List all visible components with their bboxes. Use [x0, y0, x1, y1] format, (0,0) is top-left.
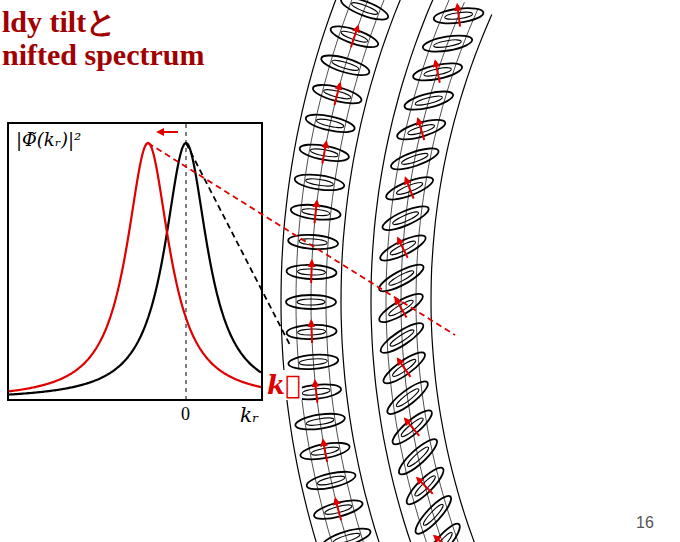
eddy	[411, 492, 455, 538]
eddy	[395, 435, 441, 479]
eddy	[328, 22, 380, 51]
slide-title: ldy tiltと	[2, 2, 117, 43]
eddy	[401, 152, 429, 167]
spectrum-curve	[9, 143, 261, 395]
flux-surface	[431, 15, 492, 542]
wave-vector-arrow	[418, 119, 424, 140]
wave-vector-arrow	[310, 261, 313, 283]
wave-vector-arrow	[335, 84, 341, 105]
eddy	[413, 474, 437, 498]
axis-label: |Φ̃(kᵣ)|²	[16, 129, 81, 150]
wave-vector-arrow	[315, 381, 318, 403]
eddy-bands	[281, 0, 492, 542]
eddy	[389, 144, 441, 173]
eddy	[376, 289, 426, 327]
wave-vector-arrow	[457, 5, 460, 27]
eddy	[391, 357, 417, 378]
eddy	[294, 172, 345, 193]
flux-surface	[401, 2, 464, 542]
eddy	[402, 463, 447, 508]
zero-line	[186, 124, 187, 399]
eddy	[422, 33, 474, 55]
flux-surface	[281, 0, 355, 542]
wave-vector-arrow	[335, 499, 341, 520]
eddy	[388, 269, 415, 288]
eddy	[332, 532, 361, 542]
eddy	[433, 6, 484, 26]
eddy	[298, 141, 350, 164]
tick-label: 0	[181, 404, 190, 425]
wave-vector-arrow	[323, 440, 327, 462]
eddy	[406, 445, 431, 468]
eddy	[433, 38, 462, 48]
vector-label: k⃗	[266, 370, 302, 400]
eddy	[286, 295, 336, 309]
flux-surface	[296, 0, 369, 542]
wave-vector-arrow	[315, 201, 317, 223]
flux-surface	[416, 9, 478, 542]
eddy	[304, 111, 356, 135]
leader-line	[148, 143, 455, 335]
eddy	[321, 525, 373, 542]
eddy	[412, 60, 464, 84]
eddy	[294, 411, 346, 432]
wave-vector-arrow	[322, 142, 326, 164]
wave-vector-arrow	[405, 419, 419, 436]
axis-label: kᵣ	[240, 403, 259, 427]
eddy	[311, 81, 363, 107]
eddy	[350, 1, 378, 17]
wave-vector-arrow	[435, 61, 440, 83]
leader-line	[186, 143, 290, 345]
eddy	[299, 440, 351, 463]
eddy	[305, 468, 357, 493]
flux-surface	[386, 0, 451, 542]
shifted-spectrum-curve	[9, 143, 261, 391]
eddy	[392, 210, 420, 227]
eddy	[377, 319, 427, 358]
eddy	[389, 406, 436, 449]
wave-vector-arrow	[417, 478, 433, 494]
eddy	[299, 358, 327, 366]
eddy	[421, 520, 464, 542]
eddy	[305, 177, 334, 187]
eddy	[422, 503, 445, 528]
eddy	[403, 88, 455, 114]
eddy	[380, 202, 431, 235]
eddy	[376, 260, 427, 296]
shift-arrow	[158, 131, 178, 133]
eddy	[297, 299, 325, 305]
wave-vector-arrow	[398, 359, 411, 377]
eddy	[319, 51, 371, 79]
eddy	[316, 117, 345, 129]
eddy	[431, 531, 454, 542]
eddy	[331, 58, 360, 72]
wave-vector-arrow	[398, 238, 408, 258]
wave-vector-arrow	[351, 26, 358, 47]
eddy	[395, 387, 421, 409]
eddy	[414, 94, 443, 107]
slide-title: nifted spectrum	[2, 38, 204, 72]
wave-vector-arrow	[395, 299, 406, 318]
plot-frame	[8, 123, 262, 400]
page-number: 16	[636, 514, 654, 532]
wave-vector-arrow	[406, 178, 414, 199]
eddy	[377, 231, 428, 265]
eddy	[389, 328, 416, 348]
eddy	[384, 173, 436, 204]
eddy	[400, 416, 425, 439]
eddy	[288, 353, 339, 371]
eddy	[339, 0, 391, 24]
eddy	[306, 417, 335, 427]
wave-vector-arrow	[434, 536, 451, 542]
wave-vector-arrow	[310, 321, 313, 343]
eddy	[317, 474, 346, 486]
eddy	[395, 116, 447, 144]
eddy	[312, 496, 364, 522]
